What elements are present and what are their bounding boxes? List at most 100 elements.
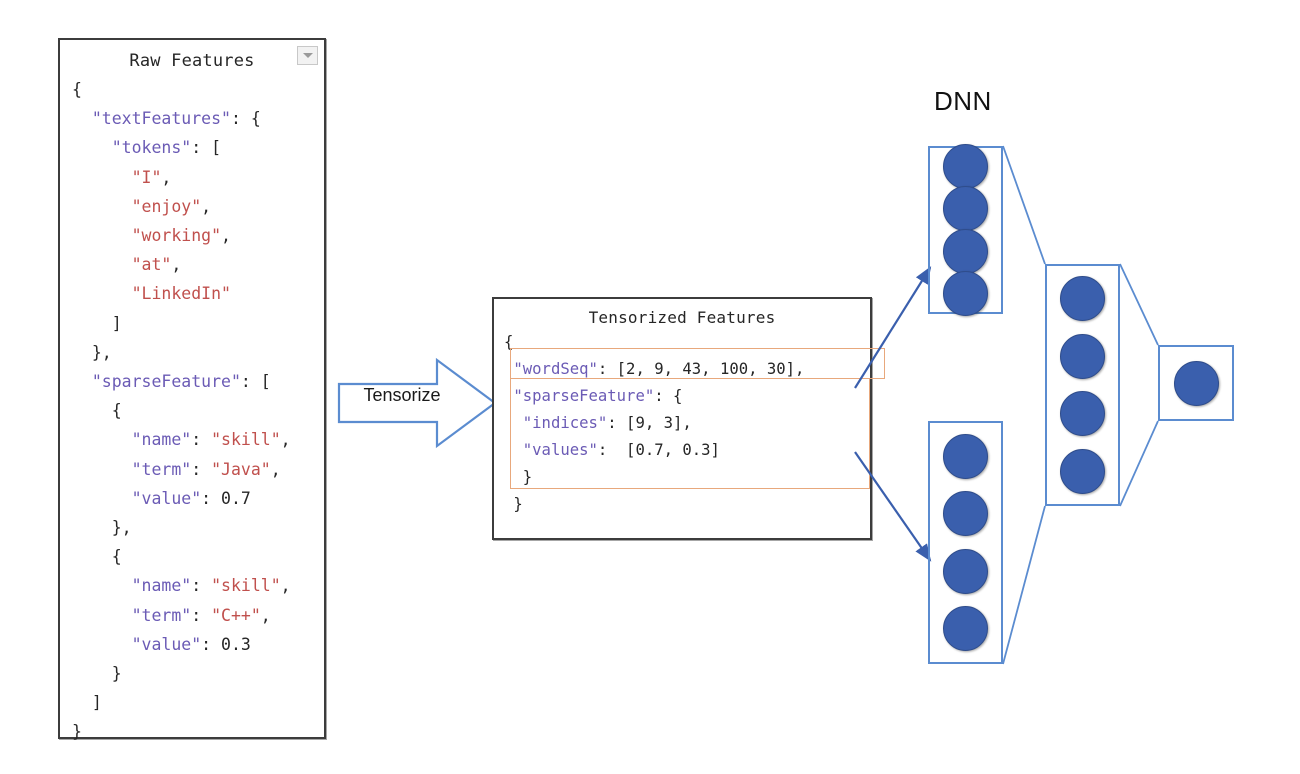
- tensorize-label: Tensorize: [363, 385, 441, 405]
- code-line: },: [72, 338, 324, 367]
- dnn-node: [1173, 360, 1219, 406]
- code-token: "value": [131, 488, 202, 508]
- code-line: "at",: [72, 250, 324, 279]
- dnn-node: [943, 491, 988, 537]
- code-token: }: [72, 664, 122, 684]
- code-token: {: [72, 401, 122, 421]
- code-token: : [2, 9, 43, 100, 30],: [597, 360, 805, 378]
- dnn-node: [1060, 276, 1105, 322]
- code-token: [504, 441, 523, 459]
- code-token: ,: [201, 196, 212, 216]
- code-token: "LinkedIn": [131, 284, 231, 304]
- code-line: "term": "Java",: [72, 455, 324, 484]
- dnn-node: [1060, 333, 1105, 379]
- code-token: : 0.7: [201, 488, 251, 508]
- code-token: [72, 138, 112, 157]
- tensorize-arrow: [337, 357, 497, 449]
- code-token: "textFeatures": [91, 109, 231, 129]
- code-token: "sparseFeature": [91, 372, 241, 392]
- code-token: [72, 489, 132, 508]
- code-token: "term": [131, 605, 192, 625]
- code-line: "sparseFeature": [: [72, 367, 324, 396]
- code-line: }: [504, 464, 870, 491]
- code-token: },: [72, 342, 112, 362]
- code-line: "tokens": [: [72, 133, 324, 162]
- code-token: : [9, 3],: [607, 414, 692, 432]
- code-token: {: [72, 80, 82, 99]
- code-token: "name": [131, 430, 192, 450]
- code-token: "tokens": [111, 138, 192, 158]
- code-line: "value": 0.3: [72, 630, 324, 659]
- code-token: ,: [270, 459, 281, 479]
- code-token: [72, 284, 132, 303]
- code-line: "enjoy",: [72, 192, 324, 221]
- dnn-layer-hidden: [1045, 264, 1120, 506]
- code-token: [72, 606, 132, 625]
- code-token: "value": [131, 634, 202, 654]
- code-token: "skill": [211, 576, 281, 596]
- dnn-node: [943, 433, 988, 479]
- code-line: ]: [72, 688, 324, 717]
- code-token: [504, 414, 523, 432]
- dnn-node: [943, 548, 988, 594]
- code-token: [72, 635, 132, 654]
- code-line: {: [72, 396, 324, 425]
- code-token: "C++": [211, 605, 261, 625]
- code-token: [504, 360, 513, 378]
- dnn-layer-input-bottom: [928, 421, 1003, 664]
- code-token: }: [504, 468, 533, 486]
- code-token: ,: [171, 255, 182, 275]
- dnn-layer-output: [1158, 345, 1234, 421]
- code-token: :: [191, 459, 212, 479]
- code-token: "Java": [211, 459, 271, 479]
- dnn-node: [1060, 448, 1105, 494]
- code-token: : 0.3: [201, 634, 251, 654]
- code-token: ]: [72, 313, 122, 333]
- raw-features-panel: Raw Features { "textFeatures": { "tokens…: [58, 38, 326, 741]
- code-token: [72, 460, 132, 479]
- code-token: {: [504, 333, 514, 351]
- code-line: {: [504, 329, 870, 356]
- code-token: [72, 430, 132, 449]
- code-line: },: [72, 513, 324, 542]
- tensorized-features-code: { "wordSeq": [2, 9, 43, 100, 30], "spars…: [504, 329, 870, 518]
- code-token: }: [72, 722, 82, 742]
- code-line: "values": [0.7, 0.3]: [504, 437, 870, 464]
- code-line: }: [72, 717, 324, 746]
- code-token: "enjoy": [131, 196, 202, 216]
- code-line: "I",: [72, 163, 324, 192]
- code-token: "at": [131, 255, 172, 275]
- code-line: "name": "skill",: [72, 571, 324, 600]
- tensorized-features-panel: Tensorized Features { "wordSeq": [2, 9, …: [492, 297, 885, 540]
- code-token: :: [191, 576, 212, 596]
- code-token: ,: [221, 226, 231, 246]
- code-token: "values": [522, 441, 598, 459]
- code-line: "wordSeq": [2, 9, 43, 100, 30],: [504, 356, 870, 383]
- code-line: "value": 0.7: [72, 484, 324, 513]
- code-line: {: [72, 542, 324, 571]
- code-token: {: [72, 547, 122, 567]
- code-token: [72, 109, 92, 128]
- code-token: "I": [131, 167, 162, 187]
- code-line: "LinkedIn": [72, 279, 324, 308]
- code-token: "skill": [211, 430, 281, 450]
- dnn-node: [943, 228, 988, 274]
- code-line: }: [504, 491, 870, 518]
- code-token: [72, 197, 132, 216]
- code-line: "term": "C++",: [72, 601, 324, 630]
- chevron-down-icon[interactable]: [297, 46, 318, 65]
- code-token: ]: [72, 693, 102, 713]
- raw-features-title: Raw Features: [129, 51, 255, 71]
- code-token: "indices": [522, 414, 608, 432]
- dnn-node: [943, 186, 988, 232]
- triangle-glyph: [302, 53, 313, 58]
- code-token: },: [72, 518, 132, 538]
- code-token: ,: [161, 167, 172, 187]
- code-line: "sparseFeature": {: [504, 383, 870, 410]
- code-token: [72, 372, 92, 391]
- code-token: [72, 226, 132, 245]
- code-token: :: [191, 605, 212, 625]
- code-line: "name": "skill",: [72, 425, 324, 454]
- code-line: ]: [72, 309, 324, 338]
